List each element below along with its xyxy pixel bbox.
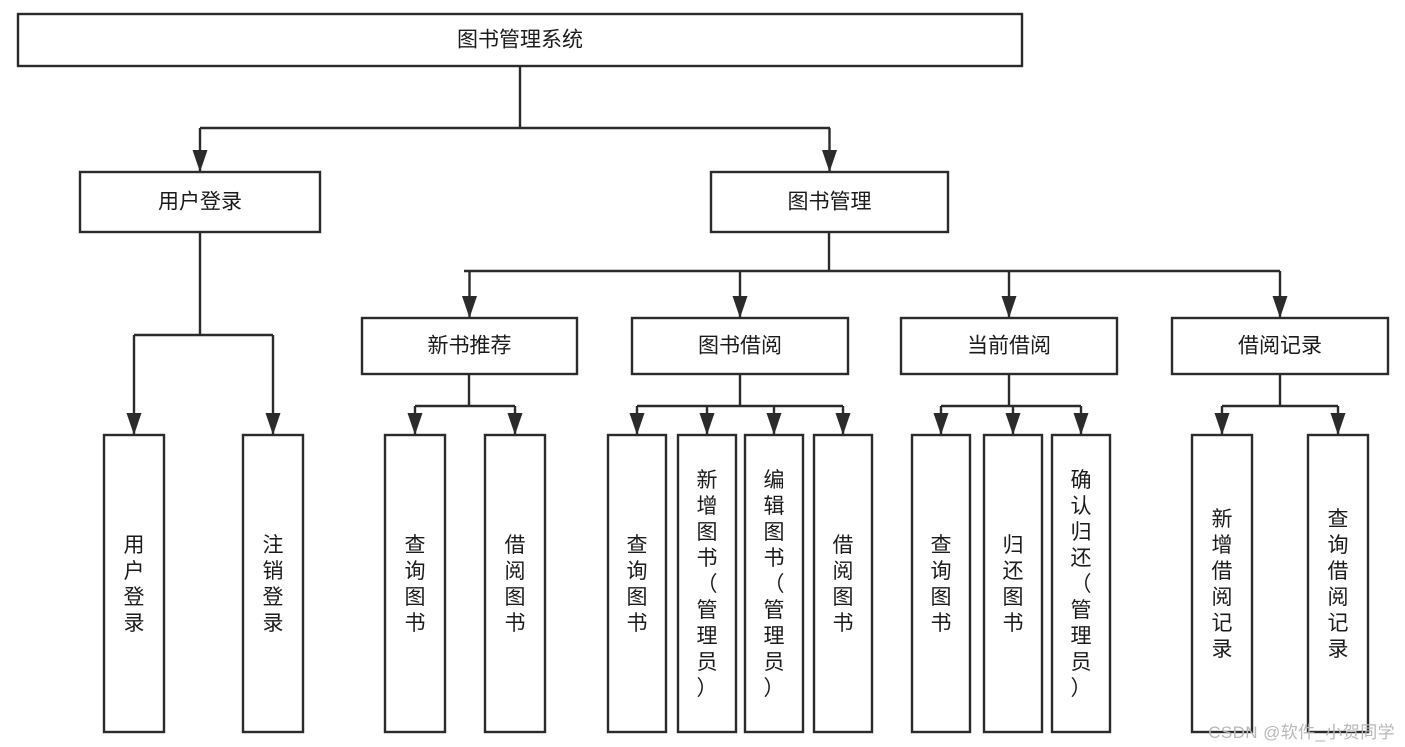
arrow-head-icon xyxy=(732,296,748,318)
node-label: 查询借阅记录 xyxy=(1328,508,1349,661)
node-leaf-query-record[interactable]: 查询借阅记录 xyxy=(1306,433,1370,734)
arrow-head-icon xyxy=(1330,413,1346,435)
node-label: 查询图书 xyxy=(405,534,426,635)
arrow-head-icon xyxy=(766,413,782,435)
node-box[interactable] xyxy=(709,170,950,234)
node-box[interactable] xyxy=(102,433,166,734)
arrow-head-icon xyxy=(699,413,715,435)
node-leaf-logout[interactable]: 注销登录 xyxy=(241,433,305,734)
arrow-head-icon xyxy=(407,413,423,435)
node-leaf-return-book[interactable]: 归还图书 xyxy=(982,433,1044,734)
node-box[interactable] xyxy=(1306,433,1370,734)
node-label: 新增借阅记录 xyxy=(1212,508,1233,661)
node-box[interactable] xyxy=(1170,316,1390,376)
arrow-head-icon xyxy=(1005,413,1021,435)
node-label: 新书推荐 xyxy=(428,335,512,358)
node-leaf-user-login[interactable]: 用户登录 xyxy=(102,433,166,734)
node-leaf-borrow-book-2[interactable]: 借阅图书 xyxy=(812,433,874,734)
arrow-head-icon xyxy=(1001,296,1017,318)
node-box[interactable] xyxy=(899,316,1119,376)
node-leaf-query-book-1[interactable]: 查询图书 xyxy=(383,433,447,734)
node-root[interactable]: 图书管理系统 xyxy=(16,12,1024,68)
node-label: 新增图书（管理员） xyxy=(697,469,718,700)
node-label: 用户登录 xyxy=(124,534,145,635)
node-leaf-borrow-book-1[interactable]: 借阅图书 xyxy=(483,433,547,734)
node-box[interactable] xyxy=(630,316,850,376)
node-box[interactable] xyxy=(910,433,972,734)
arrow-head-icon xyxy=(507,413,523,435)
node-leaf-query-book-2[interactable]: 查询图书 xyxy=(606,433,668,734)
arrow-head-icon xyxy=(1214,413,1230,435)
node-leaf-edit-book[interactable]: 编辑图书（管理员） xyxy=(743,433,805,734)
node-leaf-query-book-3[interactable]: 查询图书 xyxy=(910,433,972,734)
node-label: 图书管理系统 xyxy=(457,29,583,52)
node-layer: 图书管理系统用户登录图书管理新书推荐图书借阅当前借阅借阅记录用户登录注销登录查询… xyxy=(16,12,1390,734)
node-label: 用户登录 xyxy=(158,191,242,214)
node-box[interactable] xyxy=(676,433,738,734)
node-leaf-add-book[interactable]: 新增图书（管理员） xyxy=(676,433,738,734)
connector-layer xyxy=(126,66,1346,435)
node-box[interactable] xyxy=(78,170,322,234)
node-box[interactable] xyxy=(360,316,579,376)
arrow-head-icon xyxy=(462,296,477,318)
node-box[interactable] xyxy=(1050,433,1112,734)
node-box[interactable] xyxy=(743,433,805,734)
node-current-borrow[interactable]: 当前借阅 xyxy=(899,316,1119,376)
node-label: 借阅记录 xyxy=(1238,335,1322,358)
node-label: 编辑图书（管理员） xyxy=(764,469,785,700)
node-box[interactable] xyxy=(483,433,547,734)
arrow-head-icon xyxy=(933,413,949,435)
node-label: 注销登录 xyxy=(263,534,284,635)
node-leaf-confirm-return[interactable]: 确认归还（管理员） xyxy=(1050,433,1112,734)
arrow-head-icon xyxy=(822,150,837,172)
node-leaf-add-record[interactable]: 新增借阅记录 xyxy=(1190,433,1254,734)
node-box[interactable] xyxy=(982,433,1044,734)
node-label: 查询图书 xyxy=(931,534,952,635)
node-label: 查询图书 xyxy=(627,534,648,635)
arrow-head-icon xyxy=(192,150,208,172)
arrow-head-icon xyxy=(126,413,142,435)
arrow-head-icon xyxy=(1272,296,1288,318)
node-box[interactable] xyxy=(812,433,874,734)
node-box[interactable] xyxy=(1190,433,1254,734)
node-box[interactable] xyxy=(606,433,668,734)
arrow-head-icon xyxy=(265,413,281,435)
node-label: 图书借阅 xyxy=(698,335,782,358)
node-label: 借阅图书 xyxy=(833,534,854,635)
node-label: 当前借阅 xyxy=(967,335,1051,358)
node-user-login[interactable]: 用户登录 xyxy=(78,170,322,234)
node-label: 图书管理 xyxy=(788,191,872,214)
node-borrow-record[interactable]: 借阅记录 xyxy=(1170,316,1390,376)
node-box[interactable] xyxy=(241,433,305,734)
arrow-head-icon xyxy=(629,413,645,435)
arrow-head-icon xyxy=(835,413,851,435)
node-box[interactable] xyxy=(383,433,447,734)
node-book-manage[interactable]: 图书管理 xyxy=(709,170,950,234)
node-label: 确认归还（管理员） xyxy=(1071,469,1092,700)
arrow-head-icon xyxy=(1073,413,1089,435)
node-book-borrow[interactable]: 图书借阅 xyxy=(630,316,850,376)
node-box[interactable] xyxy=(16,12,1024,68)
node-new-book-rec[interactable]: 新书推荐 xyxy=(360,316,579,376)
node-label: 借阅图书 xyxy=(505,534,526,635)
node-label: 归还图书 xyxy=(1003,534,1024,635)
